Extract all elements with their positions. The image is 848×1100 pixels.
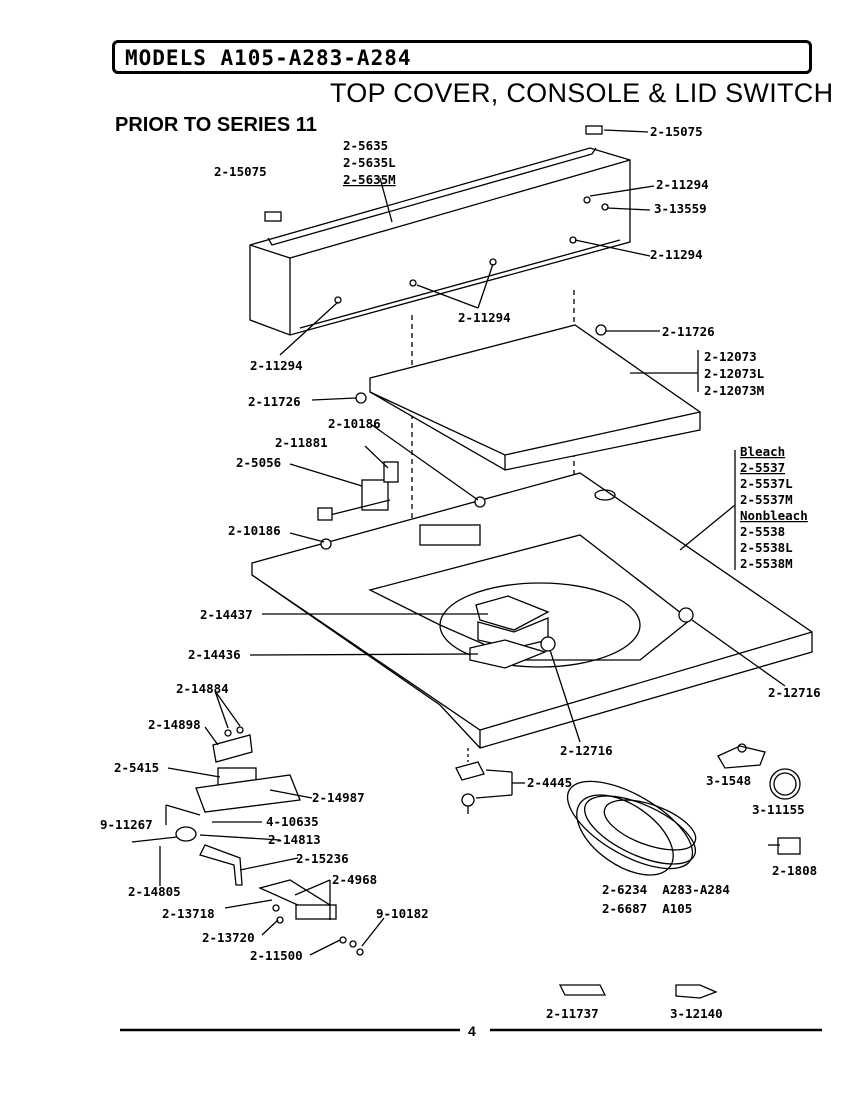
clip-right	[585, 125, 603, 135]
label-3-13559: 3-13559	[654, 201, 707, 216]
label-2-15236: 2-15236	[296, 851, 349, 866]
label-2-5415: 2-5415	[114, 760, 159, 775]
label-2-5537: 2-5537	[740, 460, 785, 475]
label-2-5056: 2-5056	[236, 455, 281, 470]
label-2-6687: 2-6687 A105	[602, 901, 692, 916]
label-2-12073M: 2-12073M	[704, 383, 764, 398]
page-subtitle: PRIOR TO SERIES 11	[115, 114, 317, 136]
label-2-5635L: 2-5635L	[343, 155, 396, 170]
label-nonbleach: Nonbleach	[740, 508, 808, 523]
label-2-11737: 2-11737	[546, 1006, 599, 1021]
part-labels: 2-15075 2-5635 2-5635L 2-5635M 2-15075 2…	[100, 124, 821, 1039]
wire-harness-part	[566, 780, 697, 876]
label-2-15075-tr: 2-15075	[650, 124, 703, 139]
misc-right-parts	[717, 743, 801, 855]
label-2-4445: 2-4445	[527, 775, 572, 790]
label-2-11294-r2: 2-11294	[650, 247, 703, 262]
label-3-1548: 3-1548	[706, 773, 751, 788]
label-2-12073L: 2-12073L	[704, 366, 765, 381]
label-2-11294-c: 2-11294	[458, 310, 511, 325]
models-label: MODELS A105-A283-A284	[125, 46, 412, 70]
bleach-dispenser-parts	[131, 726, 364, 956]
label-2-5538L: 2-5538L	[740, 540, 793, 555]
page-number: 4	[468, 1023, 476, 1039]
label-2-5538: 2-5538	[740, 524, 785, 539]
label-2-11500: 2-11500	[250, 948, 303, 963]
label-3-11155: 3-11155	[752, 802, 805, 817]
dispenser-part	[469, 595, 694, 669]
label-9-11267: 9-11267	[100, 817, 153, 832]
lid-switch-part	[317, 461, 616, 550]
bottom-small-parts	[558, 984, 718, 999]
label-2-14884: 2-14884	[176, 681, 229, 696]
label-2-12073: 2-12073	[704, 349, 757, 364]
label-bleach: Bleach	[740, 444, 785, 459]
label-2-5635: 2-5635	[343, 138, 388, 153]
label-2-11294-r1: 2-11294	[656, 177, 709, 192]
label-2-5537M: 2-5537M	[740, 492, 793, 507]
label-2-4968: 2-4968	[332, 872, 377, 887]
models-banner: MODELS A105-A283-A284	[112, 40, 812, 74]
console-part	[249, 147, 631, 336]
label-2-14805: 2-14805	[128, 884, 181, 899]
clip-left	[264, 211, 282, 222]
label-2-11726-r: 2-11726	[662, 324, 715, 339]
label-2-1808: 2-1808	[772, 863, 817, 878]
label-2-11881: 2-11881	[275, 435, 328, 450]
label-9-10182: 9-10182	[376, 906, 429, 921]
label-3-12140: 3-12140	[670, 1006, 723, 1021]
label-2-10186-a: 2-10186	[328, 416, 381, 431]
label-2-14898: 2-14898	[148, 717, 201, 732]
label-2-14437: 2-14437	[200, 607, 253, 622]
page-title: TOP COVER, CONSOLE & LID SWITCH	[330, 78, 834, 108]
label-2-6234: 2-6234 A283-A284	[602, 882, 730, 897]
label-2-10186-b: 2-10186	[228, 523, 281, 538]
label-4-10635: 4-10635	[266, 814, 319, 829]
label-2-11726-l: 2-11726	[248, 394, 301, 409]
label-2-5635M: 2-5635M	[343, 172, 396, 187]
label-2-5538M: 2-5538M	[740, 556, 793, 571]
label-2-14436: 2-14436	[188, 647, 241, 662]
console-screws	[334, 196, 609, 304]
label-2-12716-c: 2-12716	[560, 743, 613, 758]
label-2-13718: 2-13718	[162, 906, 215, 921]
hinge-screw-part	[455, 761, 485, 814]
label-2-15075-l: 2-15075	[214, 164, 267, 179]
label-2-14987: 2-14987	[312, 790, 365, 805]
label-2-12716-r: 2-12716	[768, 685, 821, 700]
lid-part	[369, 324, 701, 471]
label-2-14813: 2-14813	[268, 832, 321, 847]
label-2-5537L: 2-5537L	[740, 476, 793, 491]
label-2-11294-l: 2-11294	[250, 358, 303, 373]
label-2-13720: 2-13720	[202, 930, 255, 945]
